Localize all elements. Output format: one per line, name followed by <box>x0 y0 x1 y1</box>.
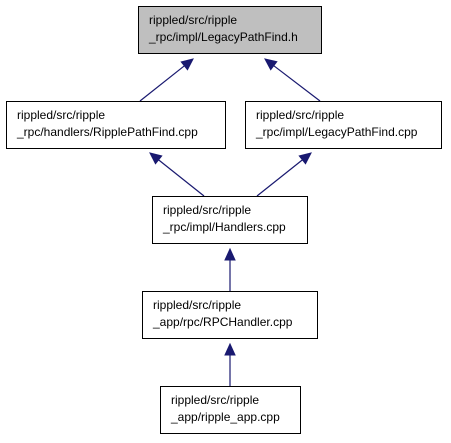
arrowhead-icon <box>224 247 236 261</box>
node-label-line2: _rpc/impl/Handlers.cpp <box>162 220 286 234</box>
node-legacy-cpp[interactable]: rippled/src/ripple _rpc/impl/LegacyPathFi… <box>245 101 442 149</box>
node-label-line1: rippled/src/ripple <box>171 393 259 407</box>
node-box <box>142 291 318 339</box>
node-box <box>6 101 226 149</box>
node-label-line1: rippled/src/ripple <box>153 298 241 312</box>
node-label-line1: rippled/src/ripple <box>163 203 251 217</box>
nodes-layer: rippled/src/ripple _rpc/impl/LegacyPathFi… <box>6 6 442 434</box>
node-label-line2: _app/ripple_app.cpp <box>170 410 280 424</box>
node-handlers[interactable]: rippled/src/ripple _rpc/impl/Handlers.cpp <box>152 196 308 244</box>
edge-handlers-to-ripple-pf <box>149 152 205 197</box>
node-label-line2: _rpc/handlers/RipplePathFind.cpp <box>16 125 198 139</box>
edges-layer <box>139 58 321 386</box>
edge-handlers-to-legacy-cpp <box>256 152 312 197</box>
node-label-line2: _rpc/impl/LegacyPathFind.cpp <box>255 125 418 139</box>
edge-line <box>273 65 321 102</box>
arrowhead-icon <box>264 58 278 71</box>
node-rpchandler[interactable]: rippled/src/ripple _app/rpc/RPCHandler.cp… <box>142 291 318 339</box>
node-ripple-pf[interactable]: rippled/src/ripple _rpc/handlers/RipplePa… <box>6 101 226 149</box>
node-label-line2: _rpc/impl/LegacyPathFind.h <box>148 30 298 44</box>
edge-ripple-app-to-rpchandler <box>224 342 236 386</box>
edge-legacy-cpp-to-legacy-h <box>264 58 321 102</box>
edge-line <box>158 159 205 197</box>
edge-line <box>256 159 303 197</box>
arrowhead-icon <box>149 152 163 165</box>
node-label-line1: rippled/src/ripple <box>149 13 237 27</box>
node-box <box>152 196 308 244</box>
node-label-line2: _app/rpc/RPCHandler.cpp <box>152 315 293 329</box>
node-box <box>138 6 322 54</box>
node-label-line1: rippled/src/ripple <box>256 108 344 122</box>
arrowhead-icon <box>298 152 312 165</box>
node-box <box>245 101 442 149</box>
node-box <box>160 386 301 434</box>
node-label-line1: rippled/src/ripple <box>17 108 105 122</box>
edge-ripple-pf-to-legacy-h <box>139 58 194 102</box>
arrowhead-icon <box>180 58 194 71</box>
edge-line <box>139 65 185 102</box>
edge-rpchandler-to-handlers <box>224 247 236 291</box>
node-ripple-app[interactable]: rippled/src/ripple _app/ripple_app.cpp <box>160 386 301 434</box>
arrowhead-icon <box>224 342 236 356</box>
node-legacy-h[interactable]: rippled/src/ripple _rpc/impl/LegacyPathFi… <box>138 6 322 54</box>
